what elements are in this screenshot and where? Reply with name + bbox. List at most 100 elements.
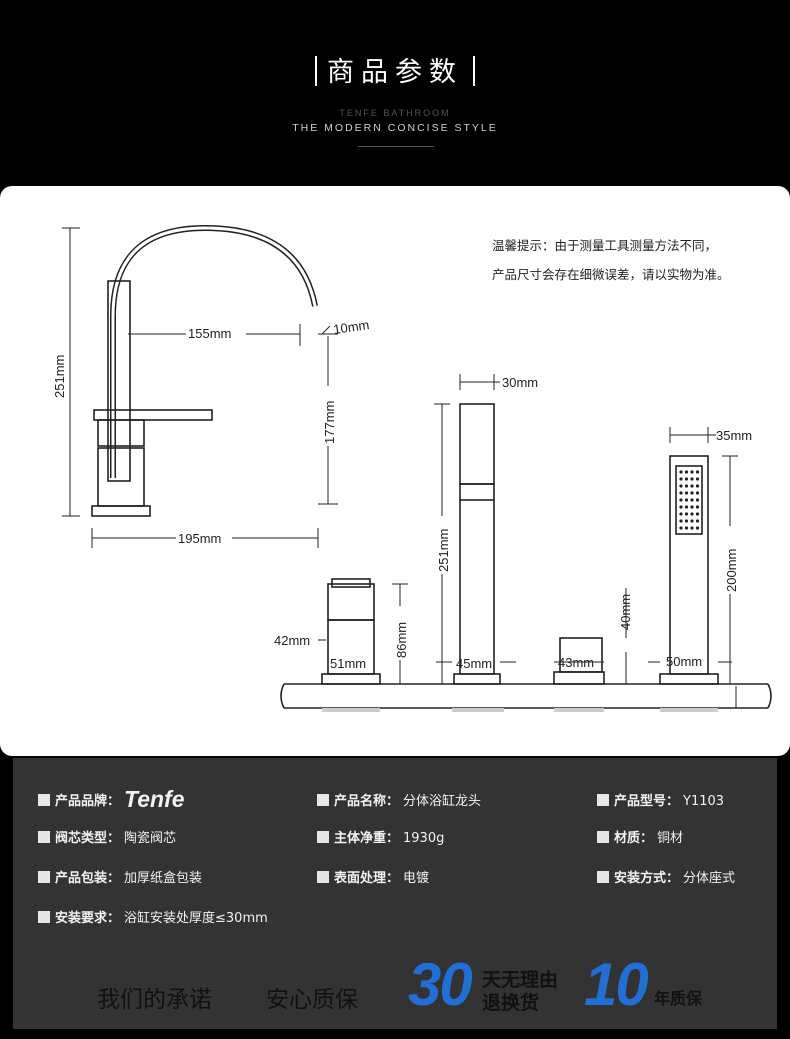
nozzle-dot bbox=[684, 484, 689, 488]
label-handle-top: 30mm bbox=[502, 375, 538, 390]
main-faucet-dims bbox=[62, 227, 338, 548]
header: 商品参数 TENFE BATHROOM THE MODERN CONCISE S… bbox=[0, 0, 790, 186]
bullet-square bbox=[597, 831, 609, 843]
nozzle-dot bbox=[679, 484, 683, 488]
label-valve-base: 51mm bbox=[330, 656, 366, 671]
dimension-panel: 251mm 155mm 10mm 177mm 195mm bbox=[0, 186, 790, 756]
bullet-square bbox=[597, 794, 609, 806]
nozzle-dot bbox=[679, 512, 683, 516]
style-subtitle: THE MODERN CONCISE STYLE bbox=[292, 122, 498, 134]
label-knob-base: 43mm bbox=[558, 655, 594, 670]
bullet-square bbox=[38, 794, 50, 806]
nozzle-dot bbox=[690, 512, 694, 516]
label-shower-top: 35mm bbox=[716, 428, 752, 443]
dimension-drawing: 251mm 155mm 10mm 177mm 195mm bbox=[52, 224, 772, 712]
nozzle-dot bbox=[695, 512, 700, 516]
nozzle-dot bbox=[695, 498, 700, 502]
label-faucet-body: 177mm bbox=[322, 401, 337, 444]
nozzle-dot bbox=[695, 484, 700, 488]
nozzle-dot bbox=[684, 512, 689, 516]
spec-surface: 表面处理：电镀 bbox=[317, 867, 429, 886]
title-bar-left bbox=[315, 56, 317, 86]
nozzle-dot bbox=[679, 505, 683, 509]
promise-10-text: 年质保 bbox=[654, 989, 703, 1008]
shower-drawing bbox=[659, 455, 719, 685]
spec-panel bbox=[13, 758, 777, 1029]
promise-30-number: 30 bbox=[408, 951, 473, 1018]
tip-line-1: 温馨提示：由于测量工具测量方法不同， bbox=[492, 238, 718, 253]
label-handle-height: 251mm bbox=[436, 529, 451, 572]
brand-subtitle: TENFE BATHROOM bbox=[339, 108, 451, 118]
page-title: 商品参数 bbox=[0, 50, 790, 89]
handle-dims bbox=[434, 374, 516, 684]
label-shower-height: 200mm bbox=[724, 549, 739, 592]
nozzle-dot bbox=[690, 484, 694, 488]
nozzle-dot bbox=[679, 519, 683, 523]
nozzle-dot bbox=[679, 526, 683, 530]
tip-line-2: 产品尺寸会存在细微误差，请以实物为准。 bbox=[492, 267, 730, 282]
nozzle-dot bbox=[695, 519, 700, 523]
bullet-square bbox=[38, 831, 50, 843]
title-bar-right bbox=[473, 56, 475, 86]
promise-10-number: 10 bbox=[584, 951, 649, 1018]
nozzle-dot bbox=[695, 505, 700, 509]
label-faucet-height: 251mm bbox=[52, 355, 67, 398]
label-valve-width: 42mm bbox=[274, 633, 310, 648]
bullet-square bbox=[38, 871, 50, 883]
tub-deck-drawing bbox=[280, 683, 772, 712]
promise-30-text-b: 退换货 bbox=[482, 992, 540, 1014]
spec-requirement: 安装要求：浴缸安装处厚度≤30mm bbox=[38, 907, 268, 926]
nozzle-dot bbox=[684, 519, 689, 523]
spec-material: 材质：铜材 bbox=[597, 827, 683, 846]
nozzle-dot bbox=[684, 477, 689, 481]
main-faucet-drawing bbox=[91, 224, 318, 517]
spec-brand: 产品品牌：Tenfe bbox=[38, 786, 185, 813]
nozzle-dot bbox=[690, 505, 694, 509]
nozzle-dot bbox=[690, 491, 694, 495]
brand-name: Tenfe bbox=[124, 786, 185, 812]
promise-text-2: 安心质保 bbox=[266, 987, 358, 1013]
nozzle-dot bbox=[695, 477, 700, 481]
nozzle-dot bbox=[684, 491, 689, 495]
valve-dims bbox=[318, 583, 408, 684]
nozzle-dot bbox=[679, 470, 683, 474]
label-shower-base: 50mm bbox=[666, 654, 702, 669]
nozzle-dot bbox=[695, 491, 700, 495]
nozzle-dot bbox=[690, 519, 694, 523]
nozzle-dot bbox=[695, 526, 700, 530]
bullet-square bbox=[38, 911, 50, 923]
knob-dims bbox=[554, 588, 627, 684]
bullet-square bbox=[317, 831, 329, 843]
bullet-square bbox=[597, 871, 609, 883]
spec-name: 产品名称：分体浴缸龙头 bbox=[317, 790, 481, 809]
spec-weight: 主体净重：1930g bbox=[317, 827, 444, 846]
nozzle-dot bbox=[690, 477, 694, 481]
nozzle-dot bbox=[690, 498, 694, 502]
label-faucet-base: 195mm bbox=[178, 531, 221, 546]
nozzle-dot bbox=[684, 470, 689, 474]
bullet-square bbox=[317, 871, 329, 883]
shower-nozzles bbox=[679, 470, 700, 530]
bullet-square bbox=[317, 794, 329, 806]
promise-30-text-a: 天无理由 bbox=[482, 969, 559, 991]
label-knob-height: 40mm bbox=[618, 594, 633, 630]
nozzle-dot bbox=[684, 505, 689, 509]
nozzle-dot bbox=[679, 491, 683, 495]
nozzle-dot bbox=[695, 470, 700, 474]
label-valve-height: 86mm bbox=[394, 622, 409, 658]
spec-install: 安装方式：分体座式 bbox=[597, 867, 735, 886]
knob-drawing bbox=[553, 637, 605, 685]
header-divider bbox=[358, 146, 434, 147]
nozzle-dot bbox=[684, 498, 689, 502]
spec-package: 产品包装：加厚纸盒包装 bbox=[38, 867, 202, 886]
handle-drawing bbox=[453, 403, 501, 685]
promise-text-1: 我们的承诺 bbox=[97, 987, 212, 1013]
valve-drawing bbox=[321, 578, 381, 685]
label-faucet-reach: 155mm bbox=[188, 326, 231, 341]
nozzle-dot bbox=[690, 470, 694, 474]
label-handle-base: 45mm bbox=[456, 656, 492, 671]
label-faucet-spout: 10mm bbox=[332, 317, 370, 337]
nozzle-dot bbox=[690, 526, 694, 530]
spec-valve: 阀芯类型：陶瓷阀芯 bbox=[38, 827, 176, 846]
nozzle-dot bbox=[679, 498, 683, 502]
